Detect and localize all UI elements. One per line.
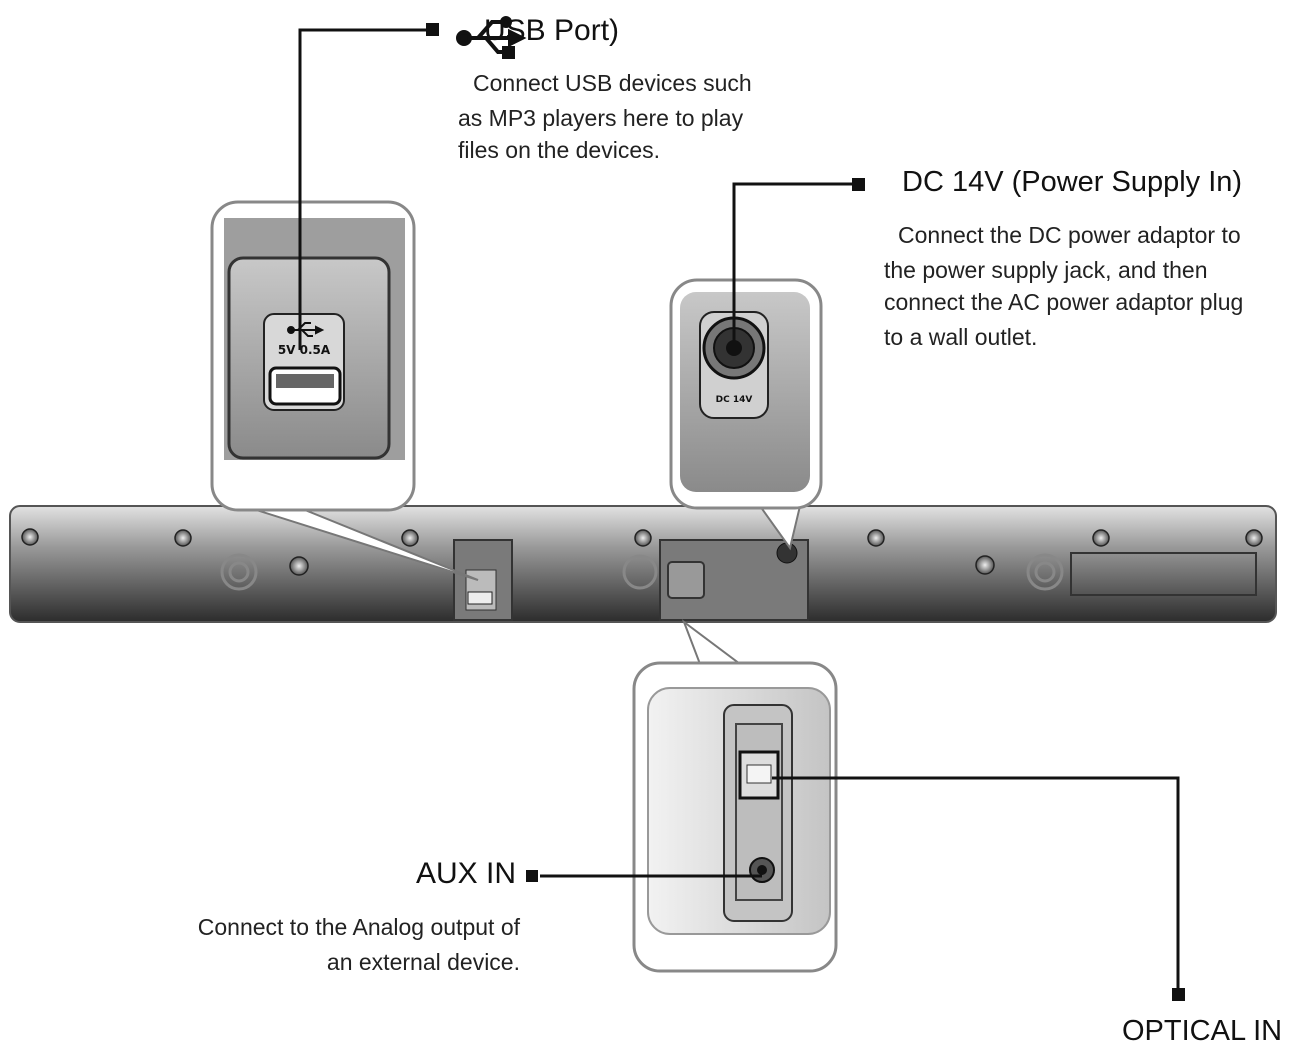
usb-title: USB Port) xyxy=(484,14,620,47)
usb-port-label: 5V 0.5A xyxy=(278,343,331,357)
usb-port-icon xyxy=(287,322,325,337)
dc-description: Connect the DC power adaptor to the powe… xyxy=(884,218,1243,355)
leader-lines xyxy=(298,28,1180,992)
aux-desc-line: an external device. xyxy=(326,949,520,975)
usb-callout xyxy=(210,200,479,581)
leader-endpoints xyxy=(426,23,1185,1001)
aux-desc-line: Connect to the Analog output of xyxy=(197,914,520,940)
soundbar-screws xyxy=(21,528,1263,576)
usb-desc-line: Connect USB devices such xyxy=(473,70,752,96)
usb-desc-line: as MP3 players here to play xyxy=(458,105,744,131)
dc-callout xyxy=(669,278,823,551)
soundbar-body xyxy=(9,505,1277,623)
dc-desc-line: to a wall outlet. xyxy=(884,324,1038,350)
dc-title: DC 14V (Power Supply In) xyxy=(902,166,1243,198)
dc-port-label: DC 14V xyxy=(716,395,753,405)
dc-desc-line: Connect the DC power adaptor to xyxy=(898,222,1241,248)
optical-title: OPTICAL IN xyxy=(1122,1015,1283,1047)
aux-title: AUX IN xyxy=(416,857,517,890)
usb-desc-line: files on the devices. xyxy=(458,137,661,163)
usb-icon xyxy=(456,16,527,59)
aux-optical-callout xyxy=(632,619,838,973)
dc-desc-line: connect the AC power adaptor plug xyxy=(884,289,1244,315)
wall-mount-holes xyxy=(220,553,1064,591)
usb-description: Connect USB devices such as MP3 players … xyxy=(458,66,752,168)
dc-desc-line: the power supply jack, and then xyxy=(884,257,1208,283)
aux-description: Connect to the Analog output of an exter… xyxy=(168,910,520,980)
